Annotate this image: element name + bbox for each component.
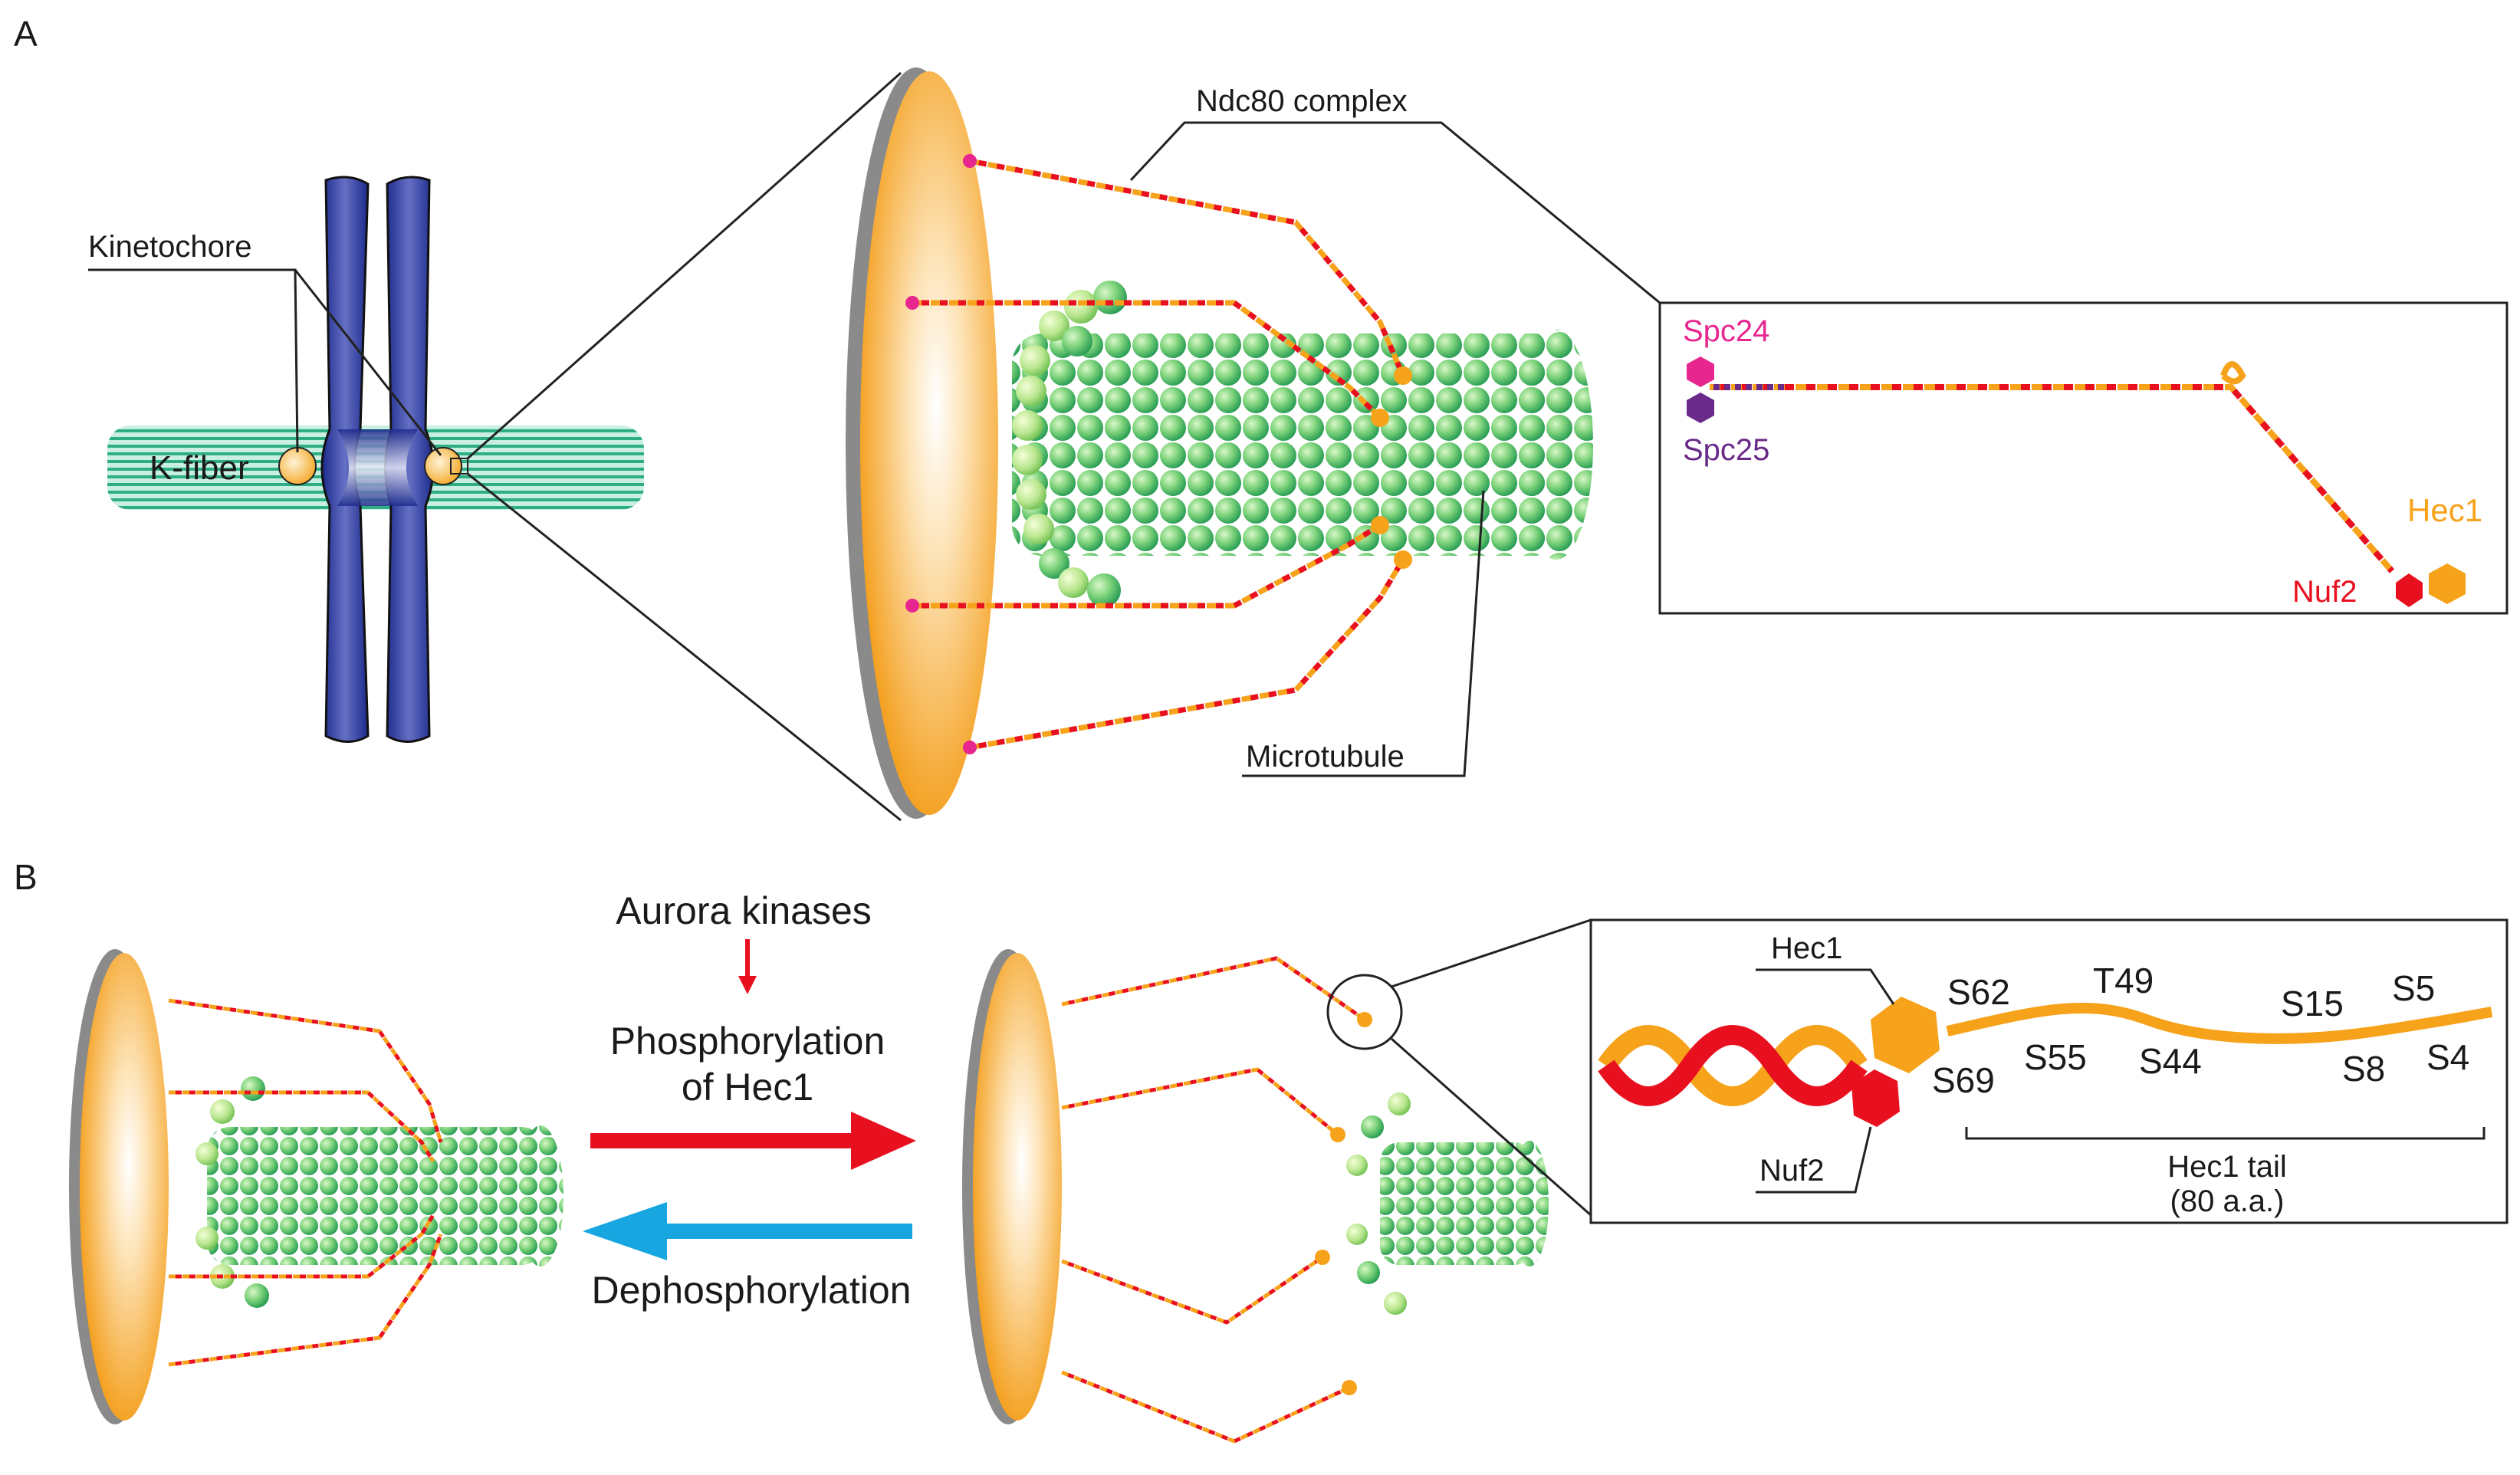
spc24-label: Spc24 xyxy=(1683,314,1769,348)
chromosome-pair xyxy=(320,176,435,743)
site-label: S8 xyxy=(2342,1049,2385,1089)
tail-label-2: (80 a.a.) xyxy=(2170,1184,2285,1218)
ndc80-complexes-b-detached xyxy=(1061,956,1366,1444)
hec1-label: Hec1 xyxy=(2407,492,2482,528)
zoom-line-top xyxy=(467,71,902,460)
hec1-inset-leader xyxy=(1756,968,1895,1005)
zoom-line-b-bottom xyxy=(1391,1037,1592,1217)
ndc80-detail xyxy=(1710,361,2395,573)
kinetochore-leader-2 xyxy=(294,269,442,456)
ndc80-complexes-a xyxy=(912,158,1406,751)
zoom-box xyxy=(450,458,468,475)
k-fiber-label: K-fiber xyxy=(149,449,249,487)
kinetochore-plate-b-left xyxy=(69,949,169,1424)
tail-bracket xyxy=(1965,1127,2486,1140)
nuf2-label: Nuf2 xyxy=(2292,575,2357,609)
hec1-head xyxy=(2429,563,2466,604)
site-label: T49 xyxy=(2093,961,2154,1000)
ndc80-complex-label: Ndc80 complex xyxy=(1196,84,1408,118)
nuf2-inset-leader xyxy=(1756,1126,1872,1194)
hec1-globular-head xyxy=(1871,997,1940,1073)
zoom-line-b-top xyxy=(1391,918,1592,988)
microtubule-leader xyxy=(1242,490,1485,777)
phosphosite-labels: S62 T49 S15 S5 S69 S55 S44 S8 S4 xyxy=(1932,961,2469,1100)
kinetochore-right xyxy=(424,447,462,485)
spc24-head xyxy=(1687,356,1714,387)
zoom-line-bottom xyxy=(467,472,902,822)
microtubule-label: Microtubule xyxy=(1246,740,1405,774)
inset-hec1-tail xyxy=(1589,918,2509,1224)
inset-ndc80 xyxy=(1658,301,2509,615)
microtubule-b-detached xyxy=(1346,1092,1549,1315)
phosphorylation-label-2: of Hec1 xyxy=(682,1066,813,1109)
phosphorylation-arrow xyxy=(590,1112,916,1170)
ndc80-heads-b xyxy=(1315,1012,1372,1395)
ndc80-complexes-b-attached xyxy=(168,998,443,1367)
tail-label-1: Hec1 tail xyxy=(2167,1150,2287,1184)
zoom-circle xyxy=(1326,974,1403,1050)
ndc80-heads-a xyxy=(905,154,1412,754)
microtubule-b-attached xyxy=(195,1076,563,1308)
kinetochore-leader xyxy=(88,268,299,453)
kinetochore-plate-a xyxy=(846,67,998,819)
panel-a-letter: A xyxy=(14,14,38,54)
panel-b-letter: B xyxy=(14,857,38,897)
ndc80-leader xyxy=(1129,121,1661,304)
nuf2-head xyxy=(2396,573,2423,607)
site-label: S55 xyxy=(2024,1037,2087,1077)
hec1-inset-label: Hec1 xyxy=(1771,931,1842,965)
site-label: S4 xyxy=(2426,1037,2469,1077)
site-label: S44 xyxy=(2139,1041,2202,1081)
dephosphorylation-label: Dephosphorylation xyxy=(592,1269,912,1312)
spc25-head xyxy=(1687,393,1714,423)
kinetochore-plate-b-right xyxy=(962,949,1062,1424)
site-label: S62 xyxy=(1947,972,2010,1012)
hec1-detail xyxy=(1598,1025,1868,1106)
aurora-kinases-label: Aurora kinases xyxy=(616,889,872,932)
site-label: S69 xyxy=(1932,1060,1995,1100)
site-label: S5 xyxy=(2392,968,2435,1008)
nuf2-globular-head xyxy=(1851,1069,1900,1127)
spc25-label: Spc25 xyxy=(1683,433,1769,467)
nuf2-inset-label: Nuf2 xyxy=(1759,1154,1825,1188)
site-label: S15 xyxy=(2281,984,2344,1023)
kinetochore-left xyxy=(278,447,317,485)
phosphorylation-label-1: Phosphorylation xyxy=(610,1020,885,1063)
dephosphorylation-arrow xyxy=(583,1202,912,1260)
microtubule-a xyxy=(1012,281,1593,607)
hec1-tail-strand xyxy=(1946,1002,2493,1044)
kinetochore-label: Kinetochore xyxy=(88,230,251,264)
